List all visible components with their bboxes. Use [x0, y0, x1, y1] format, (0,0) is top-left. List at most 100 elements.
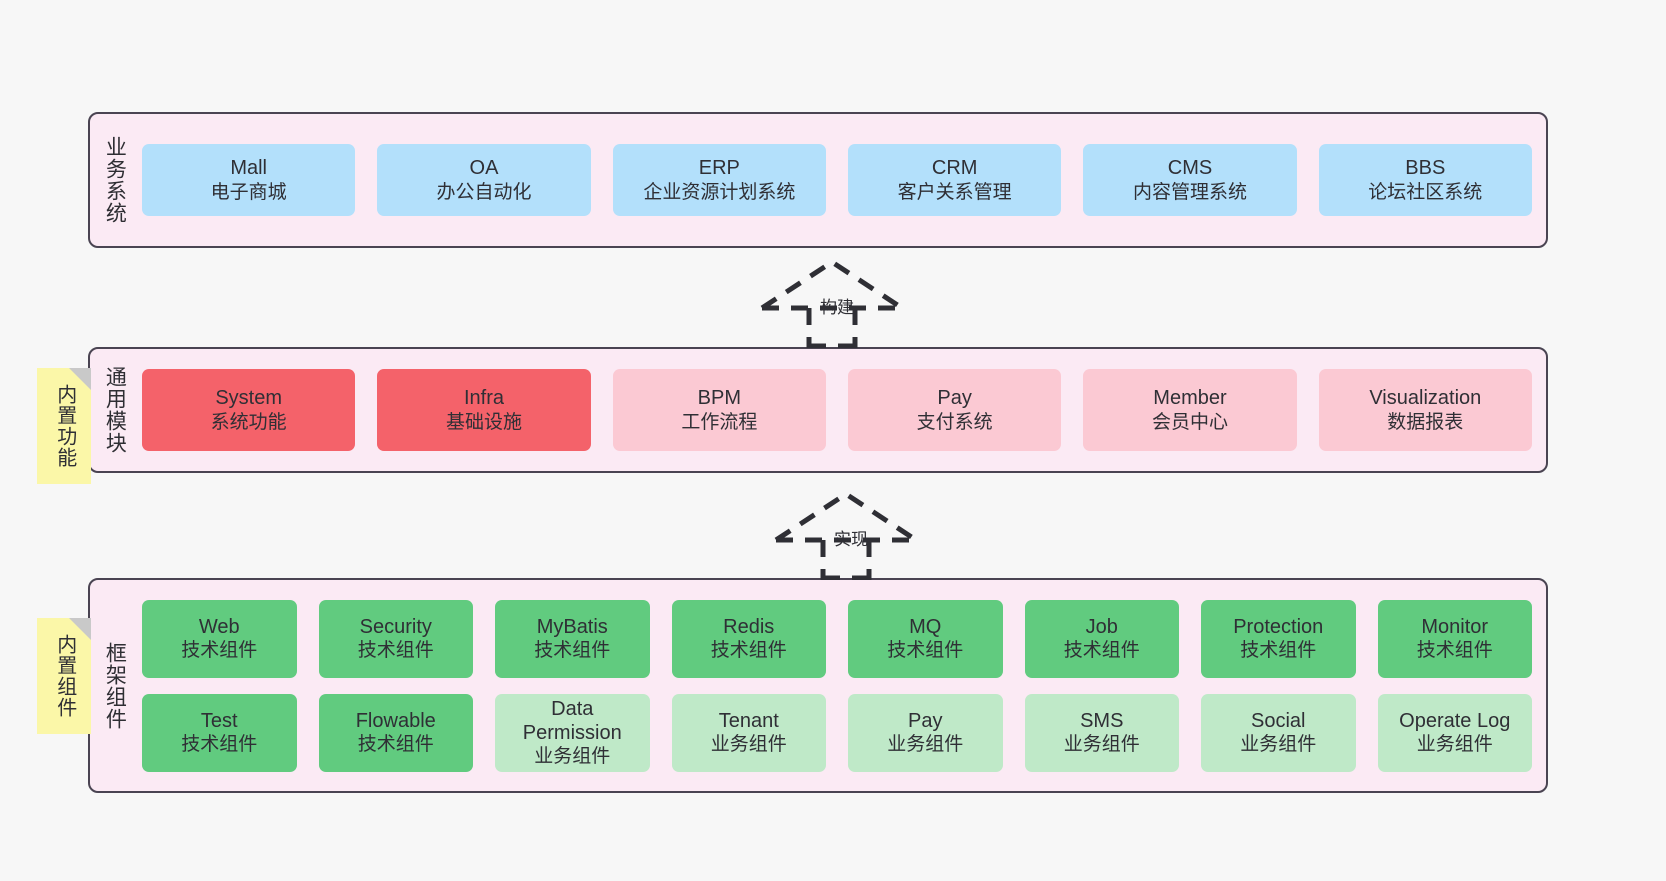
node-subtitle: 业务组件 [534, 746, 611, 768]
node-mybatis[interactable]: MyBatis 技术组件 [495, 599, 650, 678]
business-row: Mall 电子商城 OA 办公自动化 ERP 企业资源计划系统 CRM 客户关系… [142, 144, 1532, 216]
node-subtitle: 基础设施 [445, 411, 522, 433]
node-title: MQ [909, 615, 942, 638]
node-sms[interactable]: SMS 业务组件 [1024, 693, 1179, 772]
node-mall[interactable]: Mall 电子商城 [142, 144, 356, 216]
layer-business-body: Mall 电子商城 OA 办公自动化 ERP 企业资源计划系统 CRM 客户关系… [138, 114, 1546, 246]
node-title: Infra [463, 387, 504, 410]
node-title: CMS [1167, 157, 1213, 180]
node-subtitle: 论坛社区系统 [1368, 181, 1483, 203]
node-monitor[interactable]: Monitor 技术组件 [1377, 599, 1532, 678]
node-subtitle: 技术组件 [887, 640, 964, 662]
node-subtitle: 企业资源计划系统 [643, 181, 796, 203]
layer-business-systems: 业务系统 Mall 电子商城 OA 办公自动化 ERP 企业资源计划系统 CRM… [88, 112, 1548, 248]
arrow-implement: 实现 [766, 488, 926, 580]
node-subtitle: 技术组件 [357, 734, 434, 756]
node-title: Member [1153, 387, 1227, 410]
node-title: CRM [931, 157, 978, 180]
node-title: Visualization [1369, 387, 1482, 410]
node-title: Test [200, 709, 238, 732]
node-pay-component[interactable]: Pay 业务组件 [848, 693, 1003, 772]
node-subtitle: 技术组件 [1063, 640, 1140, 662]
node-mq[interactable]: MQ 技术组件 [848, 599, 1003, 678]
node-subtitle: 技术组件 [1240, 640, 1317, 662]
node-bpm[interactable]: BPM 工作流程 [612, 369, 826, 451]
node-title: Job [1085, 615, 1118, 638]
node-test[interactable]: Test 技术组件 [142, 693, 297, 772]
node-subtitle: 业务组件 [887, 734, 964, 756]
node-protection[interactable]: Protection 技术组件 [1201, 599, 1356, 678]
node-subtitle: 客户关系管理 [897, 181, 1012, 203]
layer-business-title: 业务系统 [103, 136, 127, 224]
node-oa[interactable]: OA 办公自动化 [377, 144, 591, 216]
arrow-build: 构建 [752, 256, 912, 348]
note-label: 内置功能 [53, 384, 76, 468]
layer-framework-components: 框架组件 Web 技术组件 Security 技术组件 MyBatis 技术组件… [88, 578, 1548, 793]
node-data-permission[interactable]: Data Permission 业务组件 [495, 693, 650, 772]
layer-framework-body: Web 技术组件 Security 技术组件 MyBatis 技术组件 Redi… [138, 580, 1546, 791]
node-subtitle: 会员中心 [1151, 411, 1228, 433]
node-subtitle: 业务组件 [1063, 734, 1140, 756]
node-title: OA [469, 157, 499, 180]
node-title: Flowable [355, 709, 436, 732]
node-title: Mall [230, 157, 267, 180]
node-title: Protection [1233, 615, 1324, 638]
arrow-implement-label: 实现 [834, 530, 868, 549]
node-subtitle: 内容管理系统 [1132, 181, 1247, 203]
node-title: Tenant [718, 709, 779, 732]
node-title: Security [359, 615, 432, 638]
node-title: ERP [698, 157, 740, 180]
node-subtitle: 技术组件 [181, 640, 258, 662]
node-title: BPM [697, 387, 741, 410]
node-operate-log[interactable]: Operate Log 业务组件 [1377, 693, 1532, 772]
layer-common-modules: 通用模块 System 系统功能 Infra 基础设施 BPM 工作流程 Pay… [88, 347, 1548, 473]
note-builtin-function: 内置功能 [37, 368, 91, 484]
note-label: 内置组件 [53, 634, 76, 718]
node-system[interactable]: System 系统功能 [142, 369, 356, 451]
node-subtitle: 业务组件 [1240, 734, 1317, 756]
node-social[interactable]: Social 业务组件 [1201, 693, 1356, 772]
node-title: Web [198, 615, 240, 638]
layer-common-title: 通用模块 [103, 366, 127, 454]
node-title: Monitor [1421, 615, 1489, 638]
node-visualization[interactable]: Visualization 数据报表 [1318, 369, 1532, 451]
framework-row-business: Test 技术组件 Flowable 技术组件 Data Permission … [142, 693, 1532, 772]
layer-framework-title: 框架组件 [103, 641, 127, 730]
node-title: Operate Log [1399, 709, 1511, 732]
node-title: Data Permission [522, 697, 622, 744]
node-subtitle: 业务组件 [710, 734, 787, 756]
node-erp[interactable]: ERP 企业资源计划系统 [612, 144, 826, 216]
node-subtitle: 系统功能 [210, 411, 287, 433]
node-flowable[interactable]: Flowable 技术组件 [318, 693, 473, 772]
node-job[interactable]: Job 技术组件 [1024, 599, 1179, 678]
node-web[interactable]: Web 技术组件 [142, 599, 297, 678]
arrow-build-label: 构建 [820, 298, 854, 317]
node-subtitle: 工作流程 [681, 411, 758, 433]
framework-row-technical: Web 技术组件 Security 技术组件 MyBatis 技术组件 Redi… [142, 599, 1532, 678]
common-row: System 系统功能 Infra 基础设施 BPM 工作流程 Pay 支付系统… [142, 369, 1532, 451]
node-bbs[interactable]: BBS 论坛社区系统 [1318, 144, 1532, 216]
node-member[interactable]: Member 会员中心 [1083, 369, 1297, 451]
node-title: Social [1251, 709, 1306, 732]
node-subtitle: 办公自动化 [436, 181, 532, 203]
node-crm[interactable]: CRM 客户关系管理 [847, 144, 1062, 216]
node-title: Redis [723, 615, 775, 638]
node-security[interactable]: Security 技术组件 [318, 599, 473, 678]
node-title: Pay [908, 709, 943, 732]
node-tenant[interactable]: Tenant 业务组件 [671, 693, 826, 772]
node-subtitle: 技术组件 [1416, 640, 1493, 662]
node-subtitle: 业务组件 [1416, 734, 1493, 756]
node-subtitle: 技术组件 [710, 640, 787, 662]
node-title: Pay [937, 387, 972, 410]
node-subtitle: 技术组件 [181, 734, 258, 756]
node-cms[interactable]: CMS 内容管理系统 [1083, 144, 1297, 216]
node-infra[interactable]: Infra 基础设施 [377, 369, 591, 451]
node-subtitle: 数据报表 [1387, 411, 1464, 433]
node-redis[interactable]: Redis 技术组件 [671, 599, 826, 678]
node-title: BBS [1405, 157, 1446, 180]
node-pay[interactable]: Pay 支付系统 [847, 369, 1062, 451]
node-title: SMS [1080, 709, 1124, 732]
node-title: MyBatis [536, 615, 608, 638]
node-title: System [215, 387, 282, 410]
